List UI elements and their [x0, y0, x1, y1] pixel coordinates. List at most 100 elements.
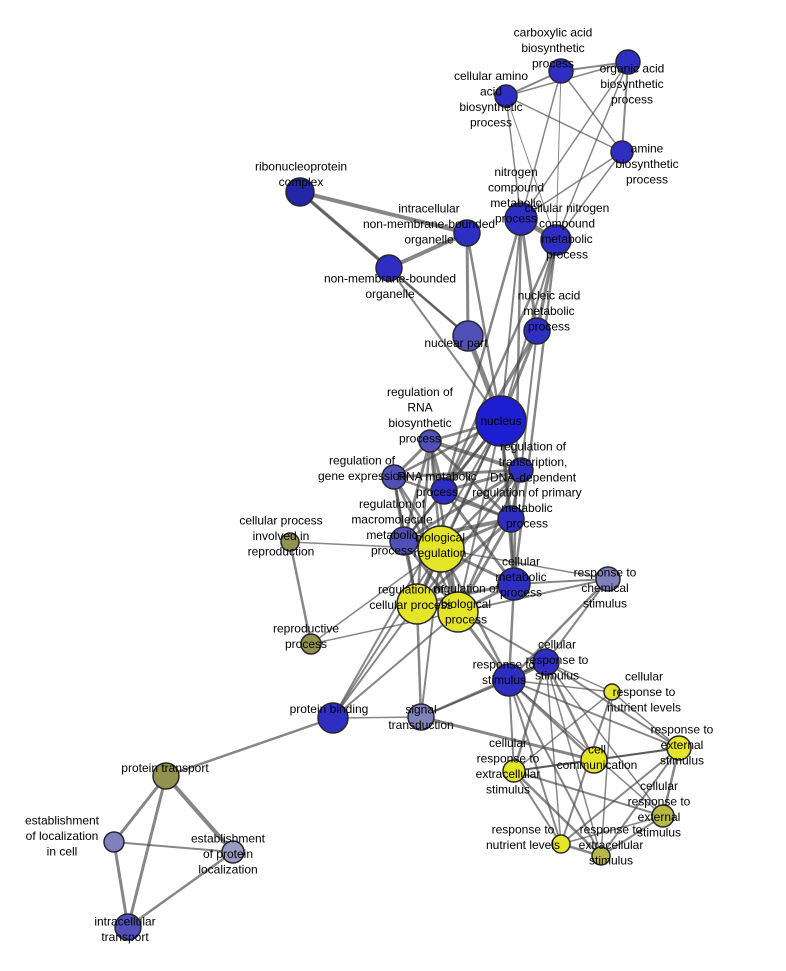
edge-protein-binding--regulation-of-biological-process — [332, 611, 459, 719]
edge-cellular-response-to-stimulus--cellular-response-to-extracellular-stimulus — [512, 660, 548, 773]
node-nucleus[interactable] — [475, 395, 527, 447]
edge-response-to-stimulus--response-to-external-stimulus — [508, 679, 680, 749]
node-rna-metabolic-process[interactable] — [430, 477, 458, 505]
edge-cellular-response-to-nutrient-levels--response-to-external-stimulus — [611, 691, 680, 749]
edge-cellular-response-to-stimulus--cellular-response-to-external-stimulus — [545, 661, 664, 817]
node-organic-acid-biosynthetic-process[interactable] — [615, 49, 641, 75]
node-regulation-of-biological-process[interactable] — [437, 591, 479, 633]
node-biological-regulation[interactable] — [417, 525, 465, 573]
node-cellular-response-to-nutrient-levels[interactable] — [603, 683, 621, 701]
node-cellular-response-to-external-stimulus[interactable] — [651, 804, 675, 828]
node-reproductive-process[interactable] — [300, 633, 322, 655]
node-response-to-external-stimulus[interactable] — [666, 735, 692, 761]
node-intracellular-non-membrane-bounded-organelle[interactable] — [453, 219, 481, 247]
node-amine-biosynthetic-process[interactable] — [610, 140, 634, 164]
node-cellular-response-to-extracellular-stimulus[interactable] — [502, 759, 526, 783]
edge-response-to-stimulus--response-to-nutrient-levels — [508, 679, 562, 845]
edge-response-to-chemical-stimulus--biological-regulation — [440, 548, 609, 580]
edge-response-to-chemical-stimulus--regulation-of-biological-process — [457, 578, 609, 613]
edge-organic-acid-biosynthetic-process--nitrogen-compound-metabolic-process — [520, 61, 629, 220]
node-establishment-of-localization-in-cell[interactable] — [103, 831, 125, 853]
edge-nucleus--protein-binding — [332, 420, 502, 719]
node-regulation-of-cellular-process[interactable] — [396, 583, 438, 625]
node-response-to-nutrient-levels[interactable] — [551, 834, 571, 854]
edge-response-to-chemical-stimulus--response-to-stimulus — [507, 577, 610, 682]
node-intracellular-transport[interactable] — [114, 913, 142, 941]
edge-regulation-of-transcription-dna-dependent--regulation-of-biological-process — [456, 468, 523, 614]
edges-layer — [112, 61, 681, 929]
node-cellular-amino-acid-biosynthetic-process[interactable] — [494, 84, 518, 108]
node-cellular-nitrogen-compound-metabolic-process[interactable] — [540, 224, 572, 256]
node-label-nuclear-part: nuclear part — [424, 336, 488, 350]
node-cellular-process-involved-in-reproduction[interactable] — [280, 532, 300, 552]
node-nucleic-acid-metabolic-process[interactable] — [523, 317, 551, 345]
node-nitrogen-compound-metabolic-process[interactable] — [504, 202, 538, 236]
edge-amine-biosynthetic-process--nitrogen-compound-metabolic-process — [520, 151, 623, 220]
edge-nucleus--regulation-of-biological-process — [457, 420, 502, 613]
edge-regulation-of-rna-biosynthetic-process--regulation-of-primary-metabolic-process — [428, 439, 513, 521]
edge-cellular-response-to-stimulus--cell-communication — [544, 660, 596, 762]
edge-non-membrane-bounded-organelle--nuclear-part — [387, 266, 470, 338]
node-carboxylic-acid-biosynthetic-process[interactable] — [548, 58, 574, 84]
node-regulation-of-macromolecule-metabolic-process[interactable] — [389, 526, 419, 556]
node-regulation-of-transcription-dna-dependent[interactable] — [508, 457, 534, 483]
node-signal-transduction[interactable] — [407, 703, 435, 731]
edge-regulation-of-rna-biosynthetic-process--regulation-of-macromolecule-metabolic-process — [402, 439, 432, 543]
node-establishment-of-protein-localization[interactable] — [221, 840, 245, 864]
nodes-layer — [103, 49, 692, 941]
edge-protein-binding--biological-regulation — [332, 548, 442, 719]
edge-cellular-response-to-extracellular-stimulus--response-to-extracellular-stimulus — [512, 769, 603, 858]
edge-cellular-response-to-nutrient-levels--cellular-response-to-extracellular-stimulus — [513, 691, 613, 772]
edge-cell-communication--signal-transduction — [419, 715, 596, 762]
node-regulation-of-rna-biosynthetic-process[interactable] — [418, 429, 442, 453]
node-regulation-of-primary-metabolic-process[interactable] — [497, 505, 525, 533]
edge-response-to-external-stimulus--response-to-nutrient-levels — [560, 747, 680, 845]
edge-response-to-stimulus--cellular-response-to-external-stimulus — [508, 679, 664, 817]
node-non-membrane-bounded-organelle[interactable] — [375, 254, 403, 282]
edge-cellular-response-to-external-stimulus--response-to-extracellular-stimulus — [600, 815, 664, 857]
edge-protein-transport--establishment-of-protein-localization — [164, 774, 235, 854]
edge-amine-biosynthetic-process--cellular-nitrogen-compound-metabolic-process — [555, 151, 623, 241]
node-nuclear-part[interactable] — [452, 320, 484, 352]
edge-response-to-stimulus--response-to-extracellular-stimulus — [508, 679, 602, 857]
edge-response-to-external-stimulus--response-to-extracellular-stimulus — [600, 747, 680, 857]
edge-cellular-response-to-extracellular-stimulus--cellular-response-to-external-stimulus — [513, 770, 664, 817]
edge-establishment-of-protein-localization--intracellular-transport — [126, 850, 235, 929]
edge-cellular-response-to-nutrient-levels--response-to-extracellular-stimulus — [600, 691, 613, 857]
edge-intracellular-non-membrane-bounded-organelle--non-membrane-bounded-organelle — [387, 231, 469, 270]
edge-cellular-response-to-extracellular-stimulus--response-to-nutrient-levels — [513, 770, 562, 845]
edge-cellular-response-to-stimulus--response-to-external-stimulus — [545, 661, 680, 749]
node-regulation-of-gene-expression[interactable] — [381, 464, 407, 490]
node-response-to-extracellular-stimulus[interactable] — [591, 846, 611, 866]
node-response-to-stimulus[interactable] — [492, 663, 526, 697]
edge-intracellular-non-membrane-bounded-organelle--nucleus — [465, 231, 503, 423]
node-cellular-metabolic-process[interactable] — [497, 567, 531, 601]
node-response-to-chemical-stimulus[interactable] — [595, 566, 621, 592]
edge-non-membrane-bounded-organelle--nucleus — [388, 267, 502, 422]
node-cell-communication[interactable] — [580, 746, 608, 774]
edge-intracellular-non-membrane-bounded-organelle--nuclear-part — [465, 231, 470, 338]
node-protein-transport[interactable] — [152, 762, 180, 790]
node-ribonucleoprotein-complex[interactable] — [285, 177, 315, 207]
node-cellular-response-to-stimulus[interactable] — [532, 648, 560, 676]
node-protein-binding[interactable] — [317, 702, 349, 734]
edge-carboxylic-acid-biosynthetic-process--amine-biosynthetic-process — [560, 70, 623, 153]
edge-regulation-of-transcription-dna-dependent--regulation-of-gene-expression — [392, 468, 523, 479]
